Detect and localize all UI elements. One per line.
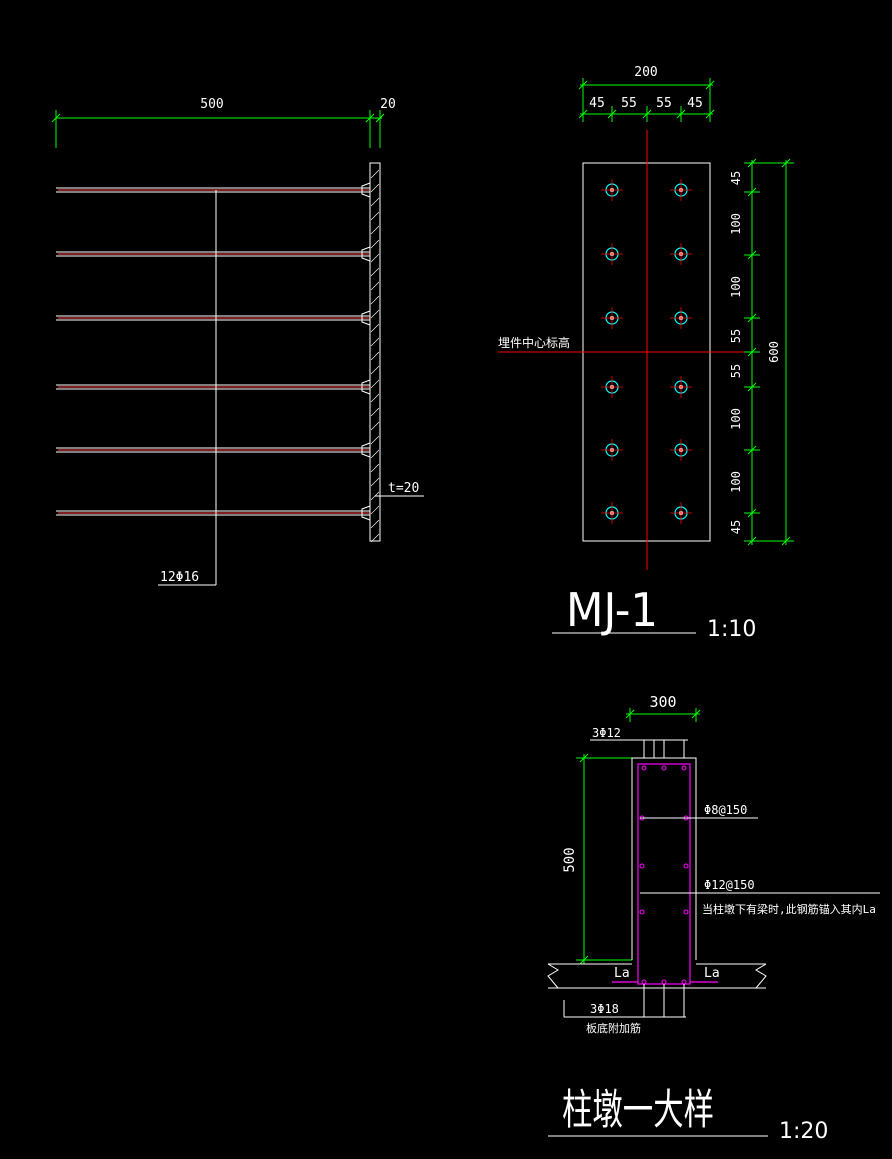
stud bbox=[601, 439, 623, 461]
anchor-note: 当柱墩下有梁时,此钢筋锚入其内La bbox=[702, 902, 876, 916]
rebar-dot bbox=[683, 863, 689, 869]
mj1-side-part-4: 55 bbox=[729, 329, 743, 343]
stud bbox=[601, 179, 623, 201]
bottom-bars bbox=[563, 984, 686, 1018]
mj1-width-total: 200 bbox=[634, 65, 657, 80]
embed-plate bbox=[369, 162, 381, 542]
bar-leader bbox=[158, 190, 217, 586]
pier-rebar bbox=[612, 763, 718, 985]
mj1-width-part-3: 55 bbox=[656, 96, 672, 111]
mj1-side-part-2: 100 bbox=[729, 213, 743, 235]
mj1-scale: 1:10 bbox=[707, 617, 756, 642]
column-stub bbox=[590, 739, 688, 758]
plate-hatch bbox=[370, 169, 380, 543]
pier-height-dimension bbox=[576, 753, 632, 965]
pier-width-dimension bbox=[625, 708, 701, 722]
elevation-dimension bbox=[51, 110, 385, 148]
stud bbox=[601, 376, 623, 398]
bar-label: 12Φ16 bbox=[160, 570, 199, 585]
bottom-bars-note: 板底附加筋 bbox=[586, 1021, 641, 1035]
mj1-width-part-1: 45 bbox=[589, 96, 605, 111]
stud bbox=[670, 179, 692, 201]
rebar-dot bbox=[641, 765, 647, 771]
pier-title: 柱墩一大样 bbox=[562, 1085, 714, 1134]
length-dim-text: 500 bbox=[200, 97, 223, 112]
rebar-dot bbox=[661, 765, 667, 771]
center-elevation-label: 埋件中心标高 bbox=[498, 335, 570, 350]
mj1-side-part-6: 100 bbox=[729, 408, 743, 430]
stirrup-label: Φ8@150 bbox=[704, 803, 747, 817]
pier-detail: 300 500 3Φ12 bbox=[547, 693, 880, 1144]
la-right-label: La bbox=[704, 966, 720, 981]
rebar-dot bbox=[639, 863, 645, 869]
mj1-side-part-3: 100 bbox=[729, 276, 743, 298]
rebar-dot bbox=[639, 909, 645, 915]
mj1-title: MJ-1 bbox=[566, 583, 658, 637]
mj1-plan: 200 45 55 55 45 埋件中心标高 bbox=[498, 65, 794, 642]
side-bars-label: Φ12@150 bbox=[704, 878, 755, 892]
bottom-bars-label: 3Φ18 bbox=[590, 1002, 619, 1016]
rebar-dot bbox=[681, 765, 687, 771]
mj1-side-part-7: 100 bbox=[729, 471, 743, 493]
mj1-side-part-5: 55 bbox=[729, 364, 743, 378]
mj1-studs bbox=[601, 179, 692, 524]
mj1-side-part-1: 45 bbox=[729, 171, 743, 185]
pier-height-text: 500 bbox=[562, 847, 578, 872]
mj1-width-part-2: 55 bbox=[621, 96, 637, 111]
stud bbox=[601, 243, 623, 265]
rebar-dots bbox=[639, 765, 689, 985]
anchor-bar bbox=[56, 310, 371, 326]
la-left-label: La bbox=[614, 966, 630, 981]
anchor-bar bbox=[56, 442, 371, 458]
anchor-bar bbox=[56, 246, 371, 262]
plate-dim-text: 20 bbox=[380, 97, 396, 112]
anchor-elevation: 500 20 12Φ16 t=20 bbox=[51, 97, 424, 586]
anchor-bar bbox=[56, 505, 371, 521]
pier-outline bbox=[547, 757, 767, 989]
anchor-bar bbox=[56, 182, 371, 198]
stud bbox=[670, 376, 692, 398]
stud bbox=[670, 243, 692, 265]
stud bbox=[601, 307, 623, 329]
mj1-top-dimension bbox=[578, 78, 715, 122]
mj1-side-dim-texts: 45 100 100 55 55 100 100 45 600 bbox=[729, 171, 781, 534]
stud bbox=[670, 307, 692, 329]
top-bars-label: 3Φ12 bbox=[592, 726, 621, 740]
stud bbox=[670, 439, 692, 461]
rebar-dot bbox=[683, 909, 689, 915]
plate-thickness-label: t=20 bbox=[388, 481, 419, 496]
mj1-height-total: 600 bbox=[767, 341, 781, 363]
stud bbox=[601, 502, 623, 524]
mj1-side-part-8: 45 bbox=[729, 520, 743, 534]
pier-scale: 1:20 bbox=[779, 1119, 828, 1144]
anchor-bars bbox=[56, 182, 371, 521]
mj1-side-dimension bbox=[744, 158, 794, 546]
mj1-width-part-4: 45 bbox=[687, 96, 703, 111]
anchor-bar bbox=[56, 379, 371, 395]
pier-width-text: 300 bbox=[649, 693, 676, 711]
stud bbox=[670, 502, 692, 524]
